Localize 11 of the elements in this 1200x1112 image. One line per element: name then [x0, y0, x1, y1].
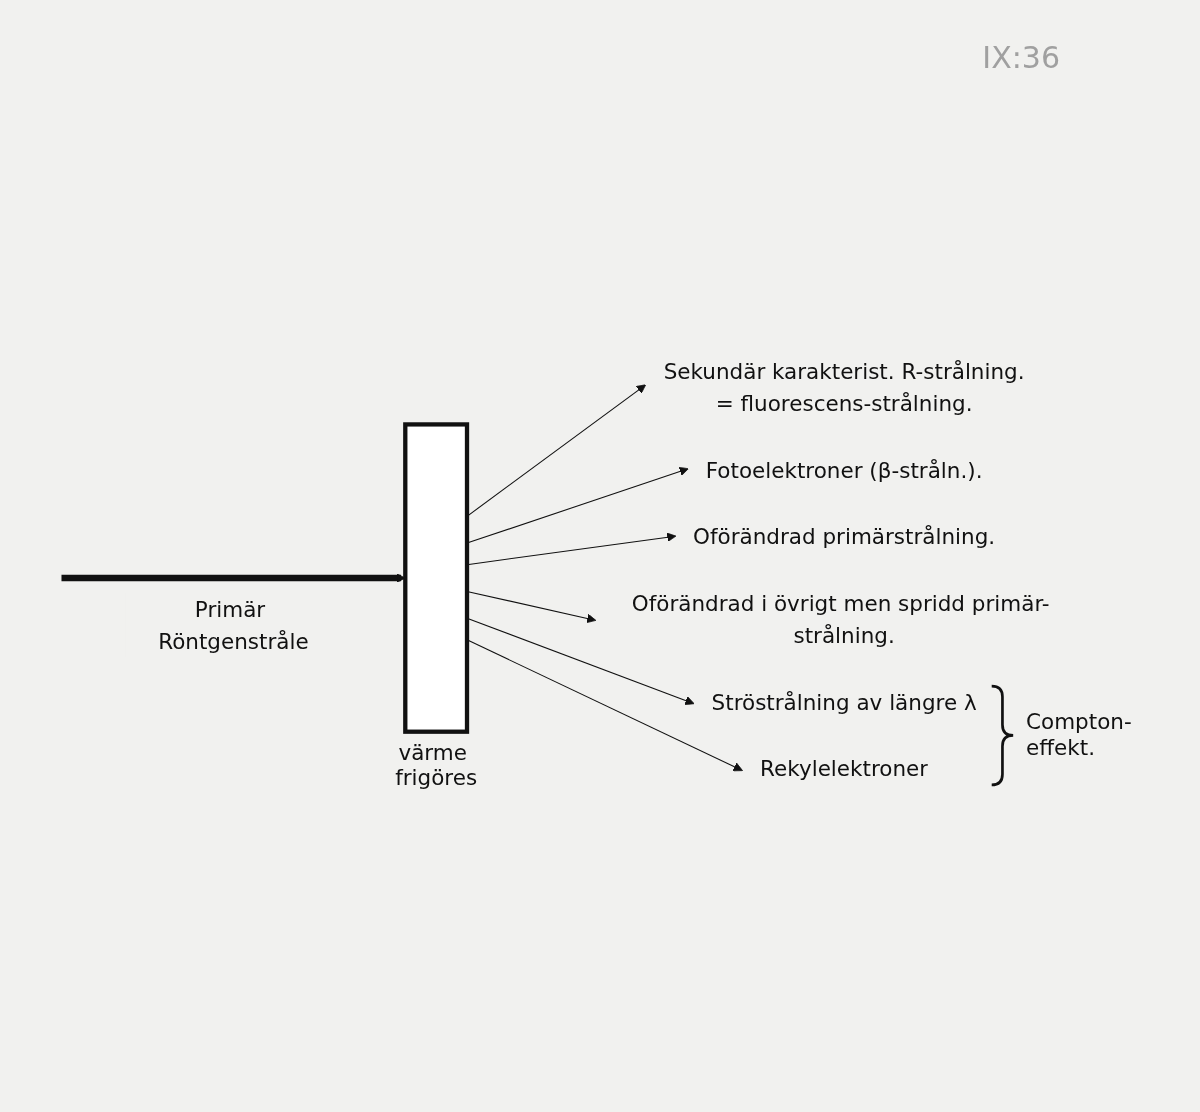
edge-label: Primär Röntgenstråle	[158, 596, 309, 655]
box-caption: värme frigöres	[395, 739, 478, 791]
node-text: Ströstrålning av längre λ	[711, 689, 977, 716]
node-text: Oförändrad primärstrålning.	[693, 523, 996, 550]
reference-number: IX:36	[982, 40, 1060, 75]
node-text: Rekylelektroner	[760, 755, 929, 782]
node-box	[403, 422, 470, 734]
node-text: Oförändrad i övrigt men spridd primär- strålning.	[631, 590, 1050, 649]
node-text: Fotoelektroner (β-stråln.).	[705, 457, 983, 483]
node-text: Sekundär karakterist. R-strålning. = fluorescens-strålning.	[663, 358, 1025, 417]
group-label: Compton- effekt.	[1026, 709, 1132, 760]
